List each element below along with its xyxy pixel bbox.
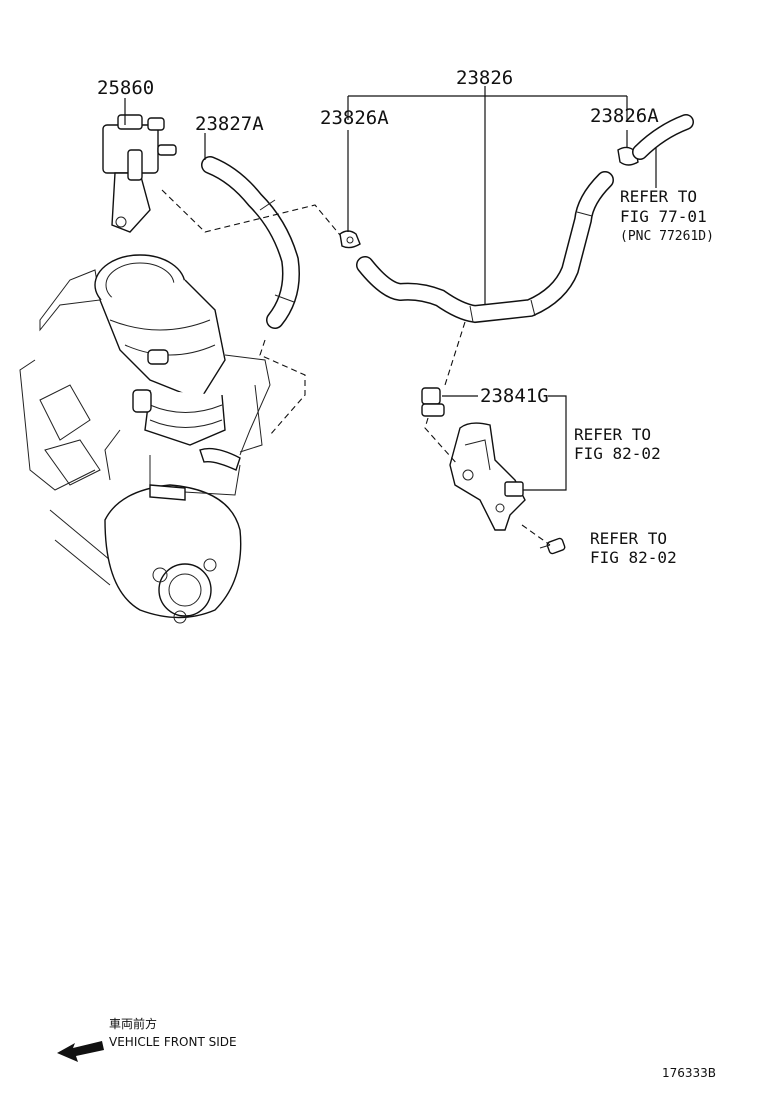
bolt [539,537,566,555]
hose-23826 [356,171,614,324]
part-number-23826: 23826 [456,67,513,89]
clip-23841g [421,387,445,417]
part-number-23826a-right: 23826A [590,105,659,127]
refer-to-77-01-line1: REFER TO [620,187,697,206]
bracket-assembly [449,422,526,531]
figure-code: 176333B [662,1066,716,1080]
hose-23827a [201,156,300,329]
vsv-valve-25860 [102,114,177,233]
refer-to-82-02-b-line1: REFER TO [590,529,667,548]
part-number-23826a-left: 23826A [320,107,389,129]
vehicle-front-side-label: VEHICLE FRONT SIDE [109,1035,237,1049]
part-number-25860: 25860 [97,77,154,99]
vehicle-front-arrow-icon [57,1041,104,1062]
refer-to-82-02-b-line2: FIG 82-02 [590,548,677,567]
leader-lines [124,86,657,546]
engine-assembly-drawing [19,254,271,624]
clamp-23826a-left [339,230,361,249]
part-number-23827a: 23827A [195,113,264,135]
refer-to-82-02-a-line1: REFER TO [574,425,651,444]
part-number-23841g: 23841G [480,385,549,407]
refer-to-77-01-pnc: (PNC 77261D) [620,229,714,244]
refer-to-82-02-a-line2: FIG 82-02 [574,444,661,463]
vehicle-front-japanese: 車両前方 [109,1016,157,1031]
refer-to-77-01-line2: FIG 77-01 [620,207,707,226]
